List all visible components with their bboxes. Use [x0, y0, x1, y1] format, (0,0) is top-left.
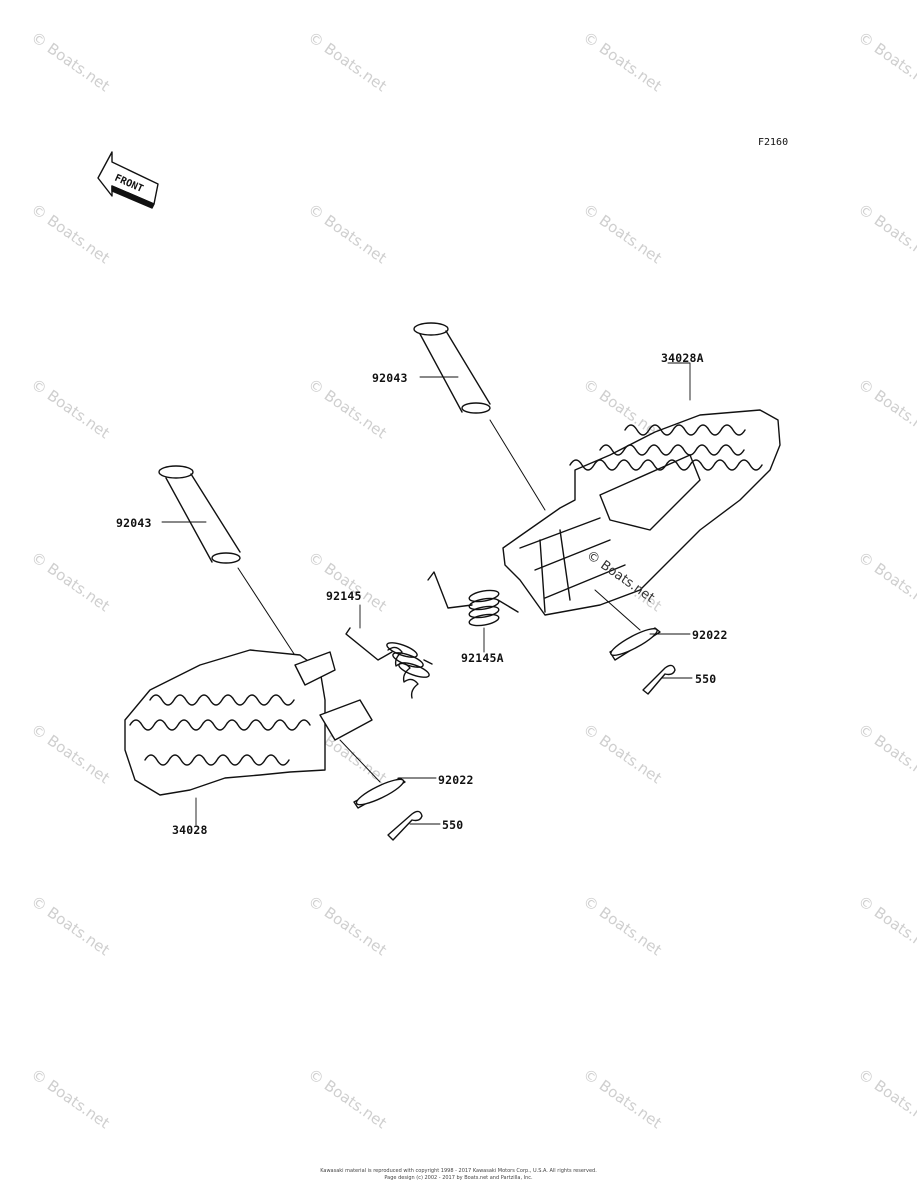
part-label-spring-left: 92145 — [326, 589, 362, 603]
figure-code: F2160 — [758, 137, 789, 148]
footpeg-left-drawing — [124, 649, 381, 796]
part-label-pin-left: 92043 — [116, 516, 152, 530]
spring-right-drawing — [427, 571, 519, 627]
spring-left-drawing — [345, 627, 433, 699]
part-label-footpeg-left: 34028 — [172, 823, 208, 837]
part-label-pin-right: 92043 — [372, 371, 408, 385]
footer-line-1: Kawasaki material is reproduced with cop… — [320, 1168, 597, 1174]
part-label-spring-right: 92145A — [461, 651, 504, 665]
washer-right-drawing — [609, 627, 661, 661]
pin-left-drawing — [158, 465, 299, 661]
leader-lines — [161, 362, 693, 826]
part-label-cotter-right: 550 — [695, 672, 717, 686]
washer-left-drawing — [353, 777, 406, 809]
footpeg-right-drawing — [502, 409, 781, 631]
cotter-right-drawing — [642, 664, 676, 695]
cotter-left-drawing — [387, 810, 423, 841]
part-label-cotter-left: 550 — [442, 818, 464, 832]
part-label-washer-left: 92022 — [438, 773, 474, 787]
part-label-footpeg-right: 34028A — [661, 351, 704, 365]
front-arrow-icon: FRONT — [97, 151, 159, 209]
pin-right-drawing — [413, 322, 546, 511]
part-label-washer-right: 92022 — [692, 628, 728, 642]
footer-line-2: Page design (c) 2002 - 2017 by Boats.net… — [384, 1175, 533, 1181]
copyright-footer: Kawasaki material is reproduced with cop… — [0, 1168, 917, 1182]
